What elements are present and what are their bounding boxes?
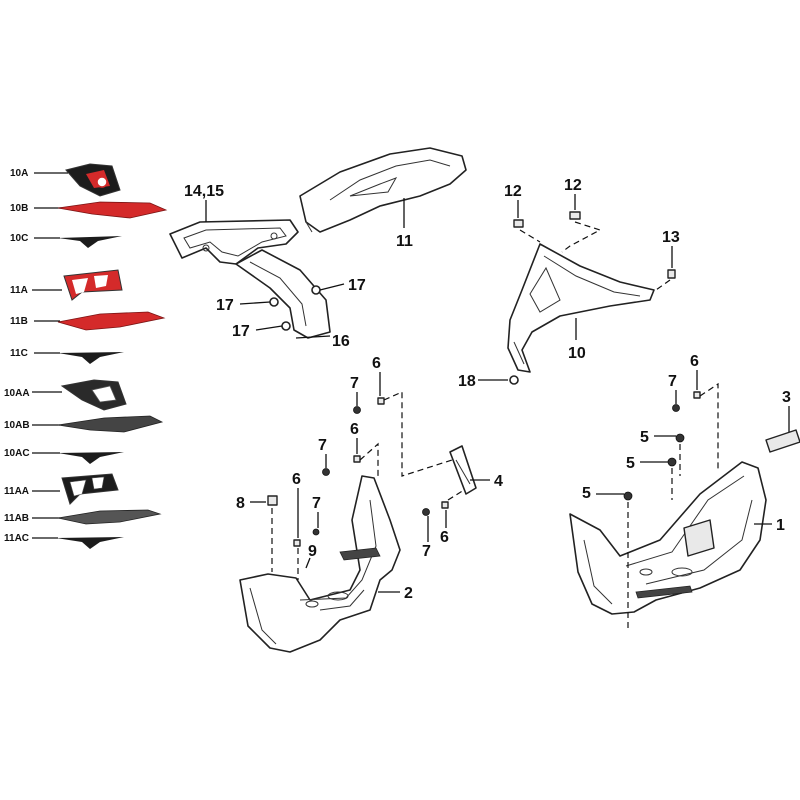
callout-10: 10: [568, 345, 586, 362]
callout-2: 2: [404, 585, 413, 602]
callout-7-mid-left: 7: [318, 437, 327, 454]
decal-label-11a: 11A: [10, 285, 28, 296]
part-2-left-footwell: [239, 475, 401, 653]
callout-17-lower: 17: [232, 323, 250, 340]
part-11-fender: [299, 147, 467, 233]
decal-label-10ab: 10AB: [4, 420, 30, 431]
decal-10b: [57, 201, 168, 219]
callout-12-right: 12: [564, 177, 582, 194]
part-10-front-fender: [507, 243, 655, 373]
decal-11ac: [56, 537, 124, 549]
callout-5-bottom: 5: [582, 485, 591, 502]
callout-16: 16: [332, 333, 350, 350]
decal-10c: [58, 236, 122, 248]
decal-10aa: [60, 379, 127, 411]
callout-6-lower-left: 6: [292, 471, 301, 488]
decal-label-10a: 10A: [10, 168, 28, 179]
decal-label-11b: 11B: [10, 316, 28, 327]
decal-label-11ab: 11AB: [4, 513, 29, 524]
callout-8: 8: [236, 495, 245, 512]
callout-7-right: 7: [668, 373, 677, 390]
callout-5-mid: 5: [626, 455, 635, 472]
callout-7-bottom-mid: 7: [422, 543, 431, 560]
decal-label-11aa: 11AA: [4, 486, 29, 497]
callout-13: 13: [662, 229, 680, 246]
decal-label-10ac: 10AC: [4, 448, 30, 459]
callout-1: 1: [776, 517, 785, 534]
decal-10ab: [57, 415, 164, 433]
callout-7-lower-left: 7: [312, 495, 321, 512]
decal-label-11c: 11C: [10, 348, 28, 359]
decal-11aa: [61, 473, 119, 505]
callout-6-bottom-mid: 6: [440, 529, 449, 546]
callout-17-right: 17: [348, 277, 366, 294]
callout-17-left: 17: [216, 297, 234, 314]
decal-11ab: [57, 509, 162, 525]
callout-6-top-left: 6: [372, 355, 381, 372]
decal-label-10c: 10C: [10, 233, 28, 244]
callout-18: 18: [458, 373, 476, 390]
callout-4: 4: [494, 473, 503, 490]
part-14-15-frame: [169, 219, 331, 339]
callout-12-left: 12: [504, 183, 522, 200]
callout-6-mid-left: 6: [350, 421, 359, 438]
decal-10ac: [58, 452, 124, 464]
callout-3: 3: [782, 389, 791, 406]
decal-label-11ac: 11AC: [4, 533, 29, 544]
callout-5-top: 5: [640, 429, 649, 446]
callout-11: 11: [396, 233, 413, 250]
decal-label-10aa: 10AA: [4, 388, 30, 399]
callout-6-right: 6: [690, 353, 699, 370]
callout-14-15: 14,15: [184, 183, 224, 200]
decal-11a: [63, 269, 123, 301]
part-1-right-footwell: [569, 461, 767, 615]
decal-11b: [57, 311, 166, 331]
decal-column: 10A 10B 10C 11A 11B 11C 10AA 10AB: [4, 163, 168, 549]
decal-label-10b: 10B: [10, 203, 28, 214]
callout-9: 9: [308, 543, 317, 560]
decal-11c: [58, 352, 124, 364]
callout-7-top-left: 7: [350, 375, 359, 392]
